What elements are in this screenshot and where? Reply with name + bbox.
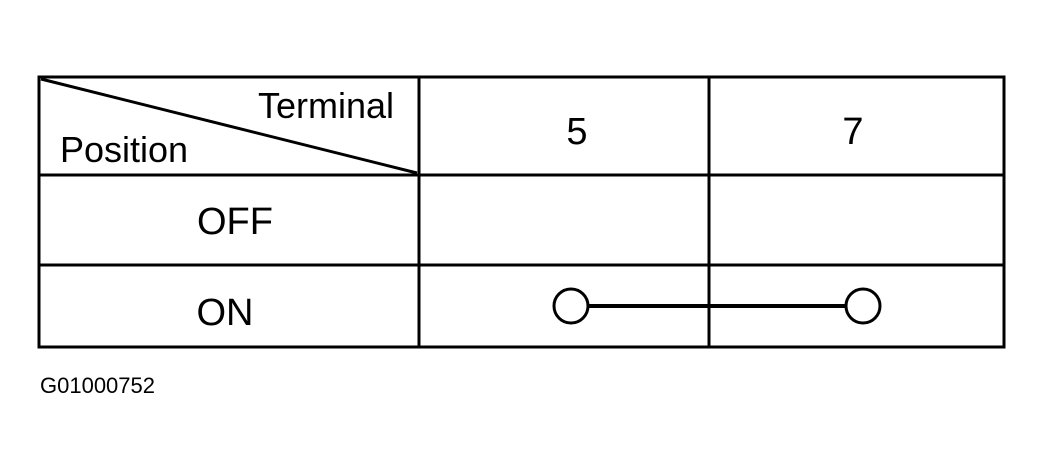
row-label-on: ON <box>196 292 254 334</box>
terminal-5-header: 5 <box>566 111 588 153</box>
terminal-7-header: 7 <box>842 111 864 153</box>
terminal-7-circle <box>844 287 882 325</box>
header-position-label: Position <box>60 129 189 170</box>
figure-code: G01000752 <box>40 373 155 398</box>
table-border <box>37 75 1006 349</box>
header-terminal-label: Terminal <box>258 85 395 126</box>
header-diagonal <box>40 77 418 175</box>
terminal-5-circle <box>552 287 590 325</box>
row-label-off: OFF <box>197 201 273 243</box>
